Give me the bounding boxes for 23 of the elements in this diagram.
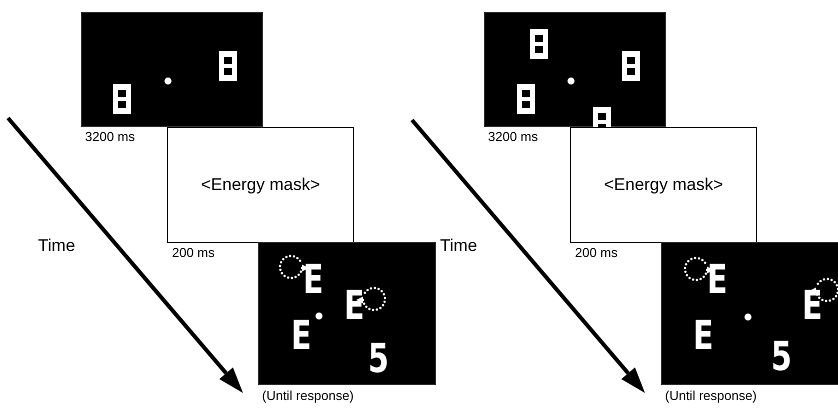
display-screen (484, 12, 666, 127)
mask-label: <Energy mask> (604, 175, 724, 195)
mask-screen (570, 127, 757, 243)
duration-label: (Until response) (665, 388, 757, 403)
axis-label: Time (440, 236, 478, 256)
mask-label: <Energy mask> (200, 175, 320, 195)
display-screen (258, 242, 436, 385)
duration-label: 3200 ms (85, 129, 135, 144)
duration-label: 200 ms (172, 245, 215, 260)
stimulus-letter: E (291, 319, 312, 353)
stimulus-letter: E (707, 263, 728, 297)
display-screen (661, 242, 838, 385)
stimulus-letter: E (344, 289, 364, 323)
duration-label: 3200 ms (488, 129, 538, 144)
mask-screen (167, 127, 354, 243)
stimulus-letter: E (693, 319, 714, 353)
stimulus-letter: 5 (368, 342, 389, 376)
axis-label: Time (38, 236, 76, 256)
duration-label: 200 ms (575, 245, 618, 260)
duration-label: (Until response) (262, 388, 354, 403)
stimulus-letter: E (303, 263, 324, 297)
stimulus-letter: 5 (771, 340, 792, 374)
display-screen (81, 12, 263, 127)
